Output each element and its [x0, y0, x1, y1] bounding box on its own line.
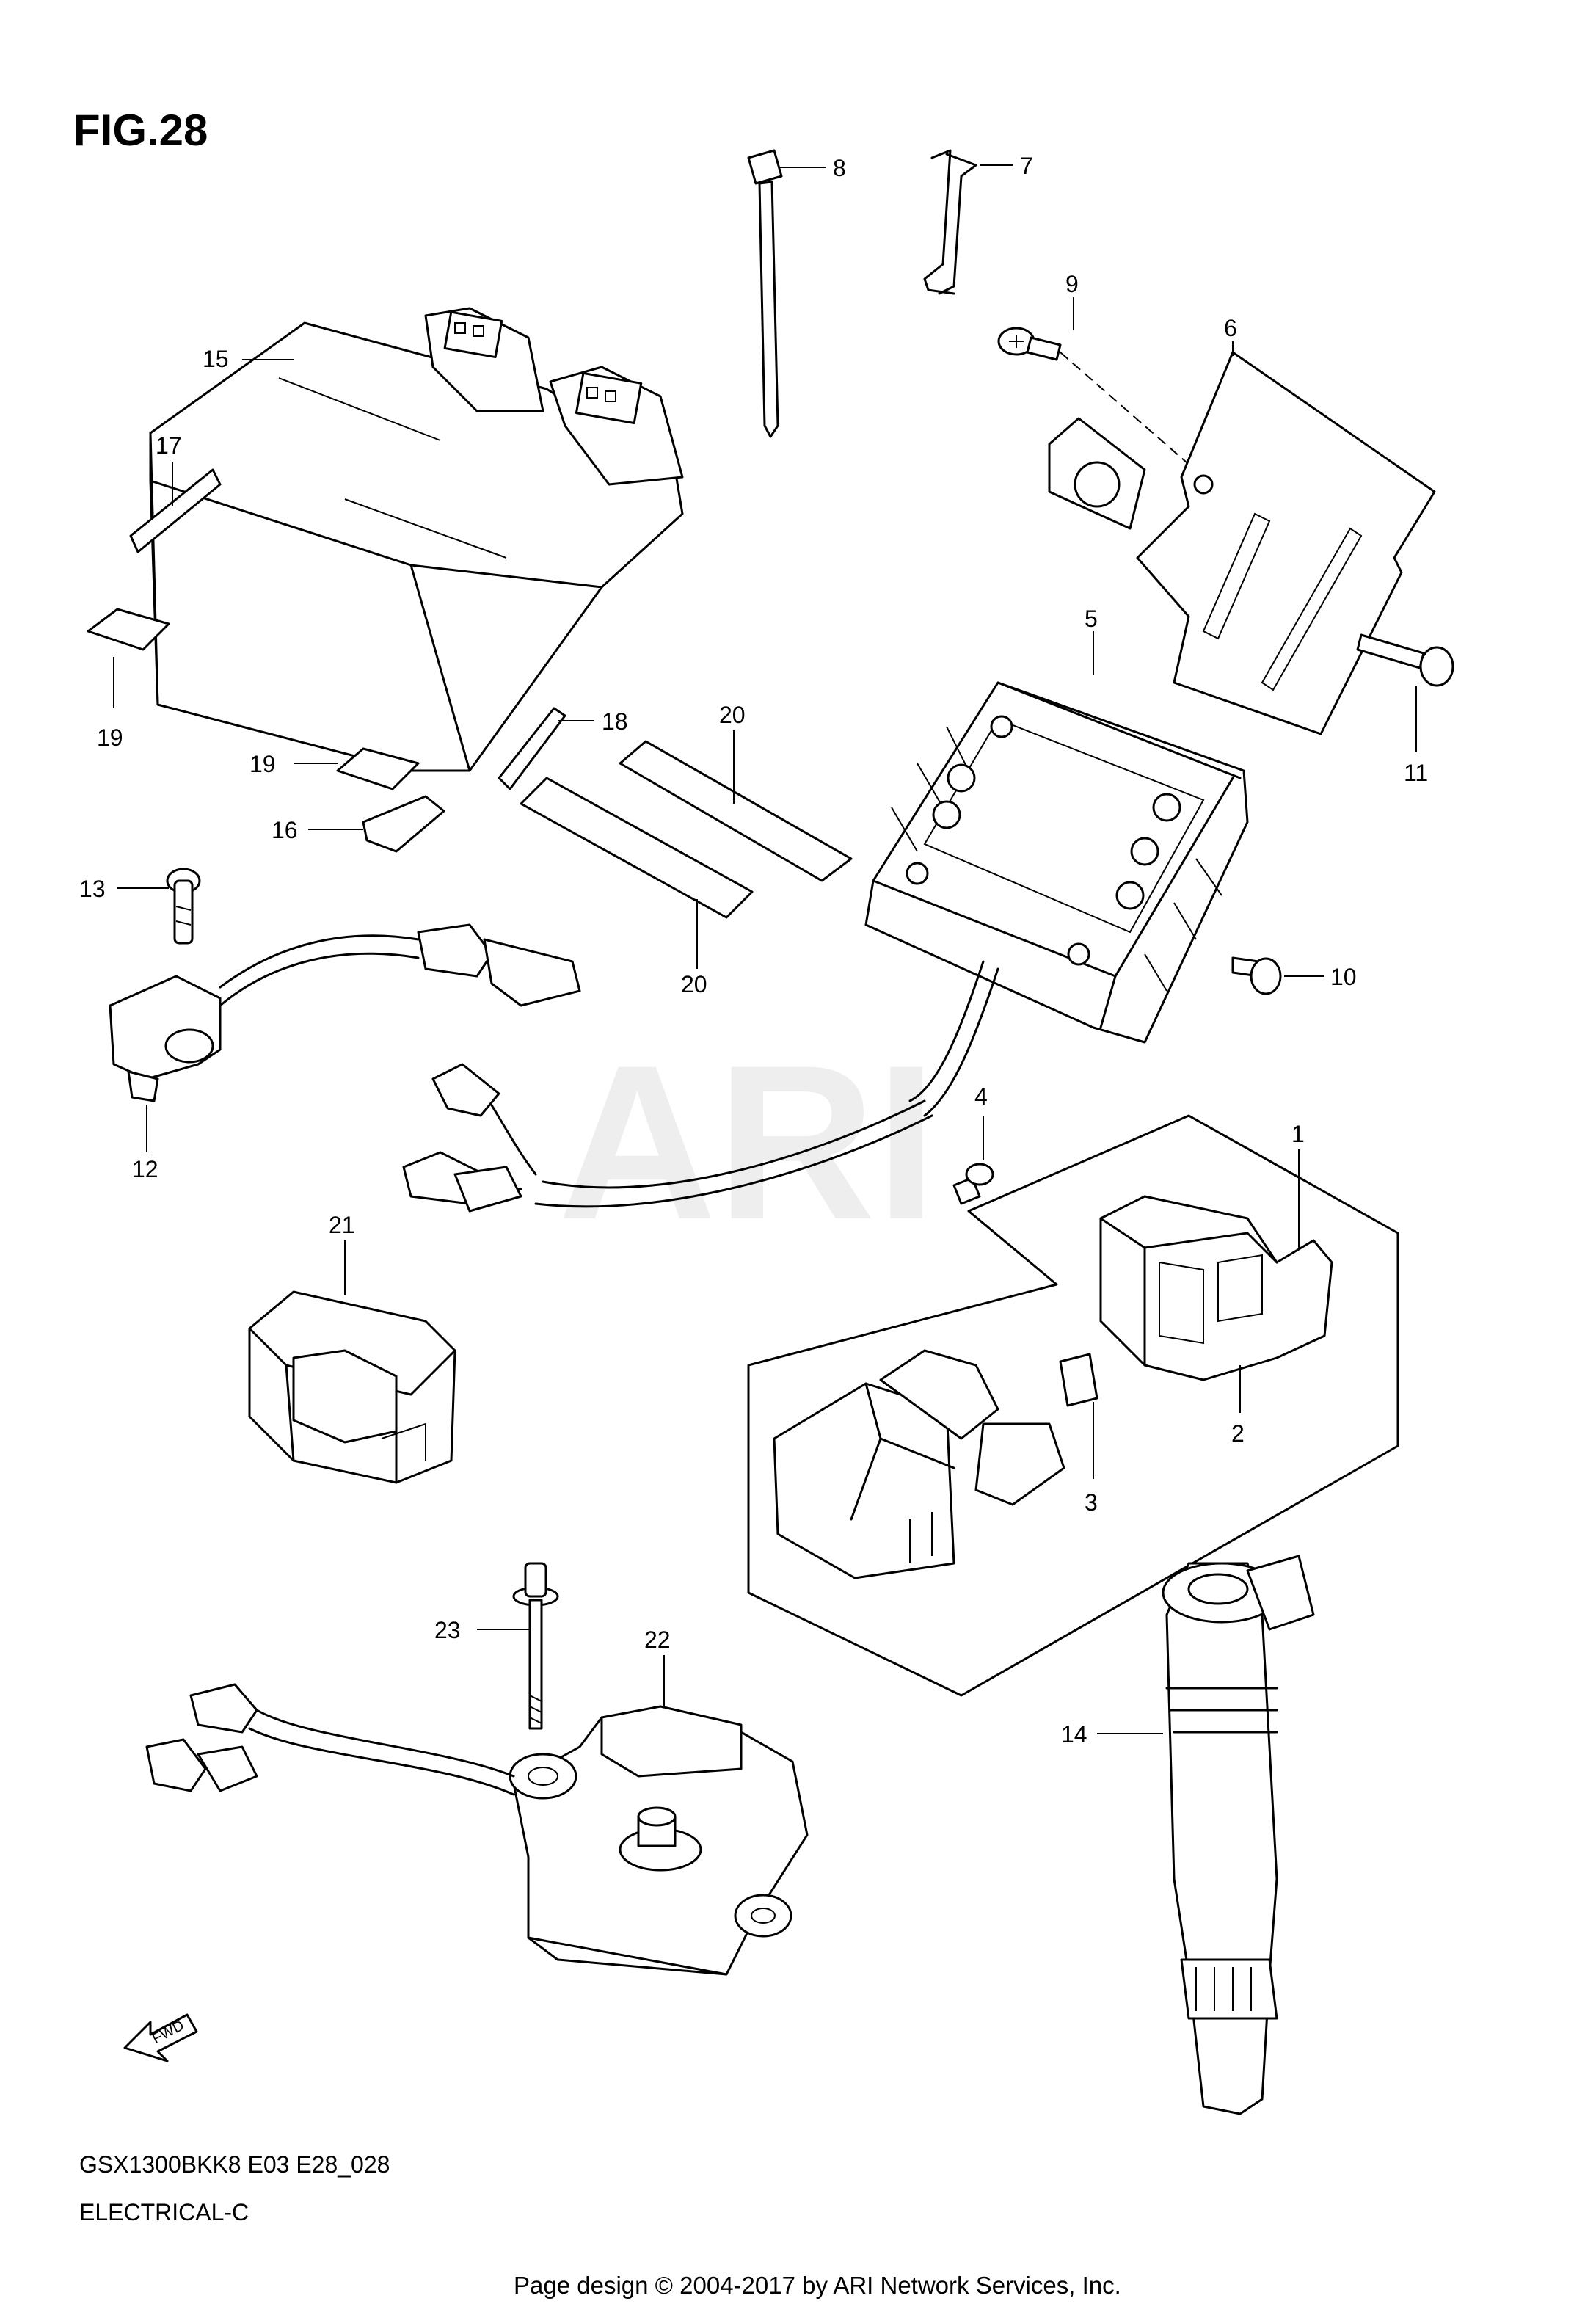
footer-model-code: GSX1300BKK8 E03 E28_028	[79, 2151, 390, 2178]
callout-16[interactable]: 16	[272, 817, 298, 843]
callout-13[interactable]: 13	[79, 876, 106, 902]
fwd-arrow-icon: FWD	[123, 2013, 198, 2062]
tape-part-20-upper[interactable]	[619, 740, 853, 882]
callout-15[interactable]: 15	[203, 346, 229, 372]
callout-5[interactable]: 5	[1085, 606, 1098, 632]
regulator-part-5[interactable]	[864, 681, 1249, 1044]
callout-7[interactable]: 7	[1020, 153, 1033, 179]
ari-watermark: ARI	[558, 1019, 937, 1265]
callout-6[interactable]: 6	[1224, 315, 1237, 341]
callout-12[interactable]: 12	[132, 1156, 158, 1182]
callout-19-left[interactable]: 19	[97, 724, 123, 751]
cable-tie-part-8[interactable]	[747, 149, 783, 438]
bolt-part-4[interactable]	[952, 1163, 994, 1205]
callout-20-upper[interactable]: 20	[719, 702, 746, 728]
footer-credit: Page design © 2004-2017 by ARI Network S…	[514, 2272, 1121, 2299]
callout-4[interactable]: 4	[974, 1083, 988, 1110]
pad-part-19-left[interactable]	[87, 608, 170, 651]
callout-18[interactable]: 18	[602, 708, 628, 735]
bracket-part-6[interactable]	[1048, 351, 1436, 735]
sensor-part-22[interactable]	[145, 1683, 809, 1976]
pad-part-19-right[interactable]	[336, 747, 420, 790]
bolt-part-13[interactable]	[166, 868, 201, 945]
tape-part-20-lower[interactable]	[520, 777, 754, 919]
relay-part-21[interactable]	[248, 1290, 456, 1484]
callout-14[interactable]: 14	[1061, 1721, 1087, 1748]
relay-cover-part-2[interactable]	[1099, 1195, 1333, 1381]
callout-22[interactable]: 22	[644, 1626, 671, 1653]
callout-20-lower[interactable]: 20	[681, 971, 707, 997]
callout-19-right[interactable]: 19	[249, 751, 276, 777]
callout-10[interactable]: 10	[1330, 964, 1357, 990]
sensor-part-12[interactable]	[109, 923, 581, 1102]
callout-23[interactable]: 23	[434, 1617, 461, 1643]
callout-11[interactable]: 11	[1404, 760, 1428, 786]
footer-section-name: ELECTRICAL-C	[79, 2199, 249, 2225]
clamp-part-7[interactable]	[923, 149, 977, 295]
bolt-part-10[interactable]	[1231, 956, 1282, 995]
label-strip-part-17[interactable]	[129, 468, 222, 553]
callout-17[interactable]: 17	[156, 432, 182, 459]
fuse-part-3[interactable]	[1059, 1353, 1098, 1407]
label-strip-part-18[interactable]	[498, 707, 566, 790]
callout-9[interactable]: 9	[1065, 271, 1079, 297]
callout-1[interactable]: 1	[1291, 1121, 1305, 1147]
callout-8[interactable]: 8	[833, 155, 846, 181]
clip-part-16[interactable]	[362, 795, 445, 853]
bolt-part-11[interactable]	[1356, 633, 1454, 687]
screw-part-9[interactable]	[997, 327, 1062, 361]
ignition-coil-part-14[interactable]	[1162, 1555, 1315, 2115]
relay-group-box-part-1	[747, 1114, 1399, 1697]
figure-title: FIG.28	[73, 106, 208, 155]
ecm-unit-part-15[interactable]	[149, 307, 684, 772]
callout-21[interactable]: 21	[329, 1212, 355, 1238]
callout-2[interactable]: 2	[1231, 1420, 1245, 1447]
callout-3[interactable]: 3	[1085, 1489, 1098, 1516]
relay-part-1-body[interactable]	[773, 1349, 1065, 1579]
regulator-wire-harness[interactable]	[402, 960, 999, 1213]
bolt-part-23[interactable]	[512, 1562, 559, 1730]
